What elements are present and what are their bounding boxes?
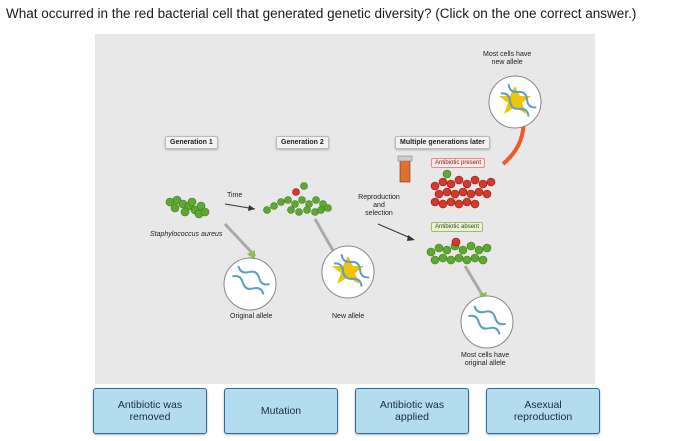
generation2-label: Generation 2 [276,136,329,149]
antibiotic-present-tag: Antibiotic present [431,158,486,168]
most-new-allele-label: Most cells have new allele [483,51,532,66]
time-label: Time [227,192,243,199]
generation2-cells [263,196,332,216]
question-text: What occurred in the red bacterial cell … [6,6,637,21]
original-allele-label: Original allele [230,313,273,320]
generation1-cells [165,195,210,219]
most-original-allele-label: Most cells have original allele [461,352,510,367]
figure-illustration [165,75,542,349]
green-cells-absent [426,241,492,265]
generation1-label: Generation 1 [165,136,218,149]
multiple-generations-label: Multiple generations later [395,136,490,149]
answer-mutation[interactable]: Mutation [224,388,338,434]
reproduction-selection-label: Reproduction and selection [358,194,400,217]
red-cells [430,175,496,209]
evolution-figure: Generation 1 Generation 2 Multiple gener… [95,34,595,384]
antibiotic-absent-tag: Antibiotic absent [431,222,484,232]
species-label: Staphylococcus aureus [150,231,223,238]
new-allele-label: New allele [332,313,365,320]
